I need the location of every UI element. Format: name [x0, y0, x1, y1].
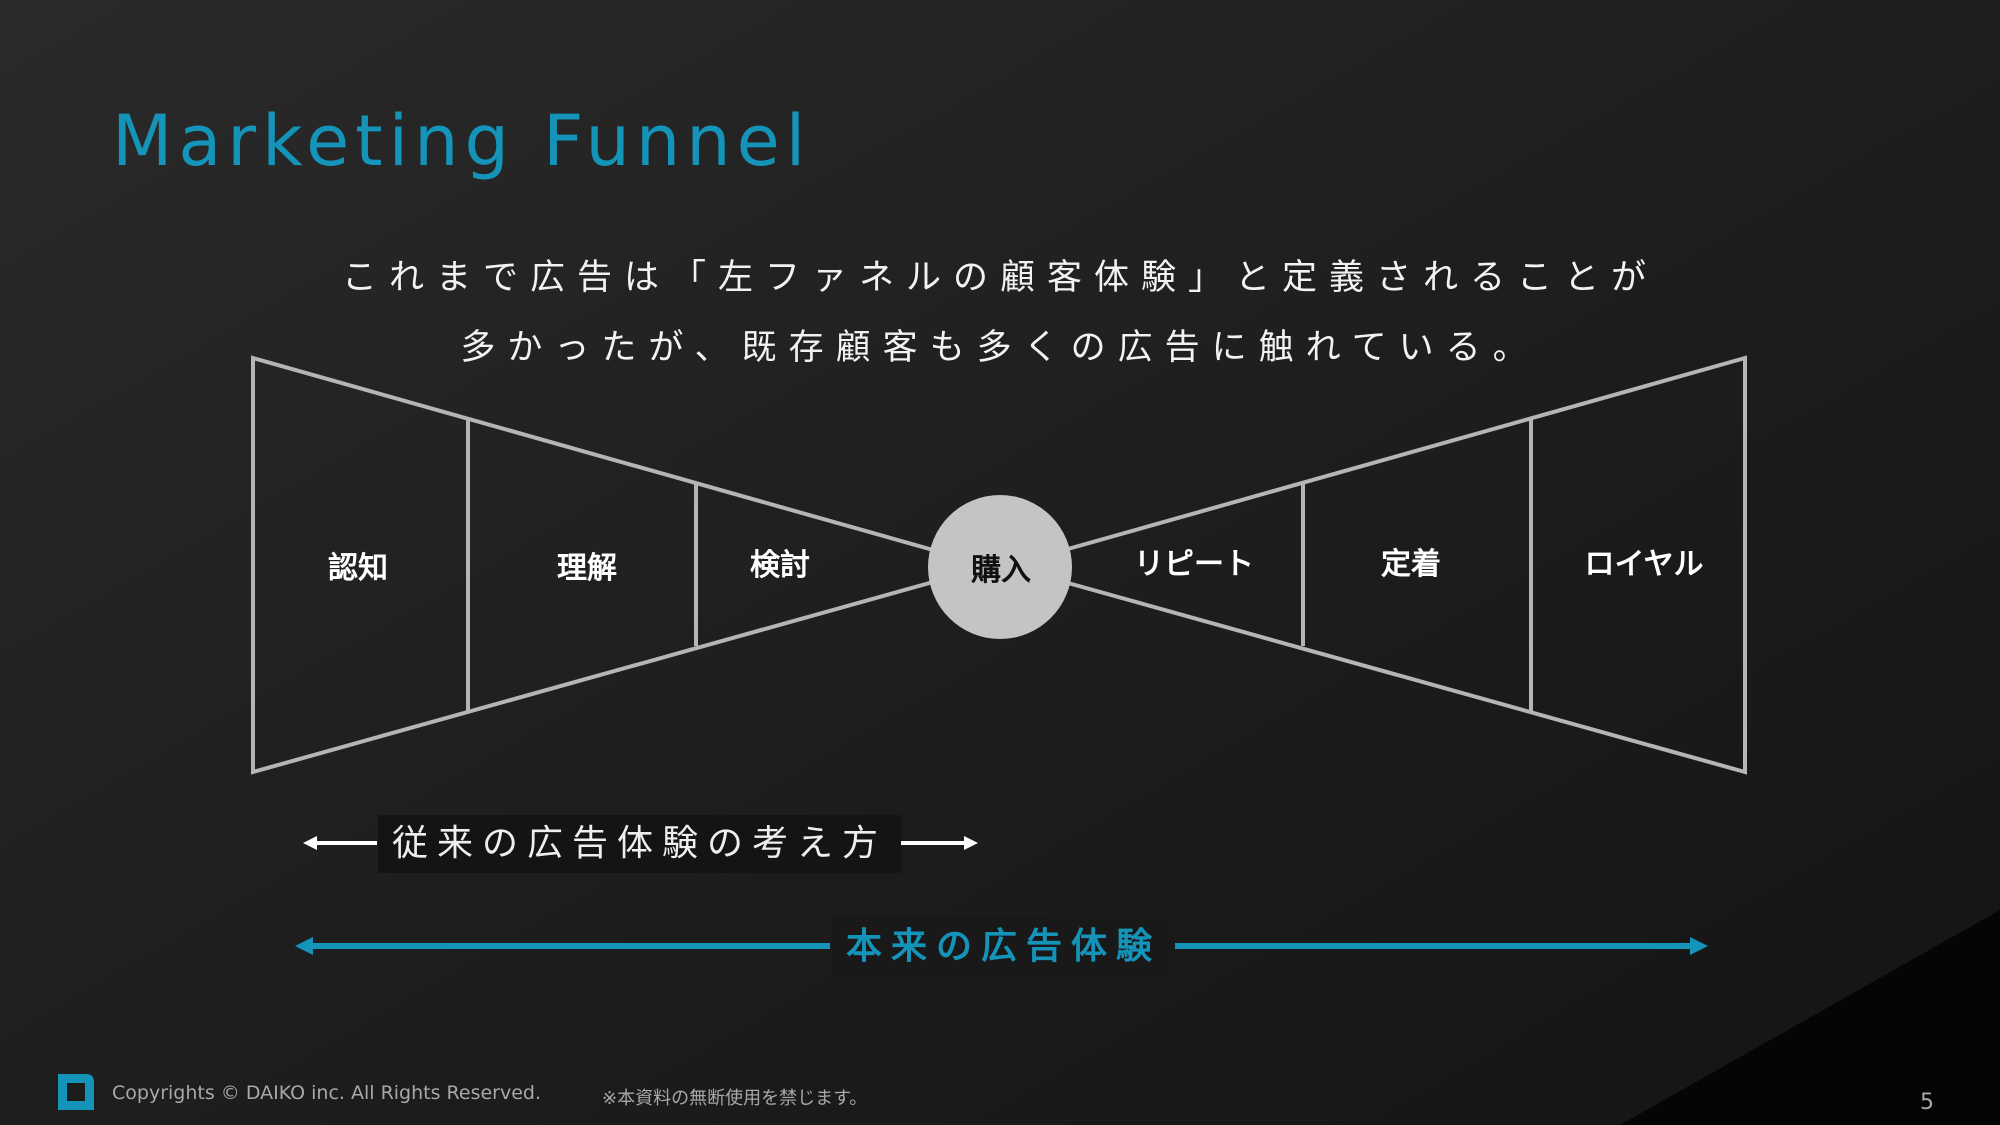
copyright-text: Copyrights © DAIKO inc. All Rights Reser…	[112, 1082, 542, 1104]
traditional-arrow-left-head	[303, 836, 317, 850]
stage-repeat: リピート	[1134, 547, 1254, 582]
stage-purchase: 購入	[971, 553, 1031, 588]
stage-awareness: 認知	[328, 551, 388, 586]
subtitle-line-1: これまで広告は「左ファネルの顧客体験」と定義されることが	[341, 258, 1658, 298]
stage-retention: 定着	[1381, 547, 1441, 582]
subtitle-line-2: 多かったが、既存顧客も多くの広告に触れている。	[460, 328, 1540, 368]
page-title: Marketing Funnel	[112, 100, 812, 182]
true-arrow-right-head	[1690, 937, 1708, 955]
page-number: 5	[1920, 1090, 1934, 1115]
stage-understanding: 理解	[557, 551, 617, 586]
usage-notice: ※本資料の無断使用を禁じます。	[602, 1088, 868, 1109]
subtitle: これまで広告は「左ファネルの顧客体験」と定義されることが 多かったが、既存顧客も…	[0, 243, 2000, 383]
traditional-experience-label: 従来の広告体験の考え方	[378, 815, 902, 873]
purchase-circle	[928, 495, 1072, 639]
daiko-logo-icon	[58, 1074, 94, 1110]
stage-loyal: ロイヤル	[1584, 547, 1704, 582]
true-arrow-left-head	[295, 937, 313, 955]
stage-consideration: 検討	[750, 548, 810, 583]
true-experience-label: 本来の広告体験	[832, 917, 1176, 977]
traditional-arrow-right-head	[964, 836, 978, 850]
